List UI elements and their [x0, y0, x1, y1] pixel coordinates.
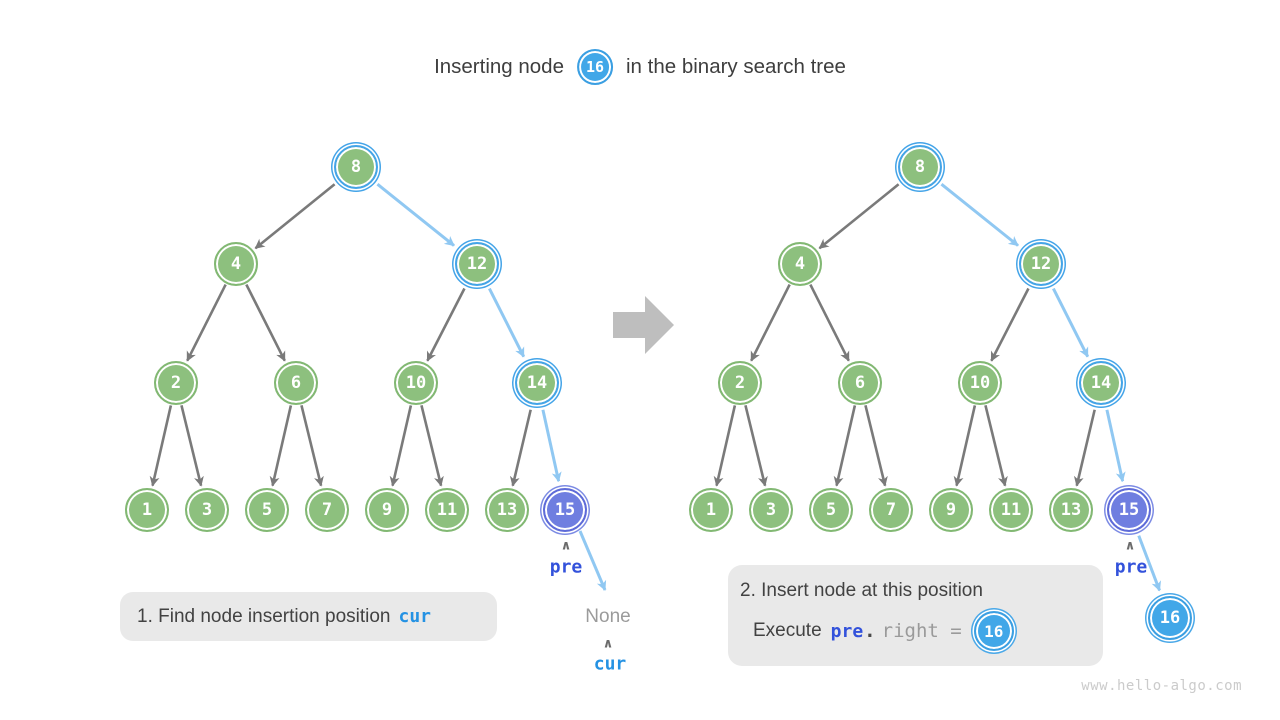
tree-node-right-6: 6: [838, 361, 882, 405]
tree-node-right-16: 16: [1148, 596, 1192, 640]
caption-step1-text: 1. Find node insertion position: [137, 605, 391, 627]
caption-node-value: 16: [984, 621, 1004, 641]
tree-node-right-11: 11: [989, 488, 1033, 532]
caption-step2-code: right =: [881, 620, 962, 642]
tree-node-left-13: 13: [485, 488, 529, 532]
caption-step1: 1. Find node insertion position cur: [120, 592, 497, 641]
caption-step2-keyword-pre: pre: [830, 620, 864, 642]
caption-step2-prefix: Execute: [753, 620, 822, 641]
tree-node-right-5: 5: [809, 488, 853, 532]
transition-arrow-icon: [613, 296, 674, 354]
label-left-caret: ∧: [560, 538, 572, 554]
caption-step1-keyword-cur: cur: [398, 606, 432, 627]
tree-node-left-12: 12: [455, 242, 499, 286]
tree-node-left-8: 8: [334, 145, 378, 189]
tree-node-left-2: 2: [154, 361, 198, 405]
tree-node-right-12: 12: [1019, 242, 1063, 286]
tree-node-left-4: 4: [214, 242, 258, 286]
caption-step2-dot: .: [864, 620, 876, 642]
tree-node-left-6: 6: [274, 361, 318, 405]
tree-node-left-1: 1: [125, 488, 169, 532]
title-node-16: 16: [577, 49, 613, 85]
tree-node-right-10: 10: [958, 361, 1002, 405]
tree-node-right-1: 1: [689, 488, 733, 532]
tree-node-right-9: 9: [929, 488, 973, 532]
tree-node-right-14: 14: [1079, 361, 1123, 405]
title-node-value: 16: [585, 58, 605, 76]
tree-node-right-2: 2: [718, 361, 762, 405]
tree-node-right-3: 3: [749, 488, 793, 532]
tree-node-right-8: 8: [898, 145, 942, 189]
title-suffix: in the binary search tree: [626, 55, 846, 78]
label-left-cur: cur: [593, 653, 627, 675]
caption-step2-line1: 2. Insert node at this position: [740, 580, 983, 601]
label-left-pre: pre: [549, 556, 583, 578]
label-left-caret: ∧: [602, 636, 614, 652]
label-right-caret: ∧: [1124, 538, 1136, 554]
watermark: www.hello-algo.com: [1081, 678, 1242, 694]
label-left-none: None: [585, 606, 631, 627]
tree-node-right-7: 7: [869, 488, 913, 532]
tree-node-left-14: 14: [515, 361, 559, 405]
tree-node-left-5: 5: [245, 488, 289, 532]
tree-node-left-9: 9: [365, 488, 409, 532]
caption-node-16: 16: [973, 611, 1014, 651]
caption-step2: 2. Insert node at this position Execute …: [728, 565, 1103, 666]
tree-node-left-11: 11: [425, 488, 469, 532]
tree-node-right-15: 15: [1107, 488, 1151, 532]
tree-node-left-15: 15: [543, 488, 587, 532]
tree-node-left-10: 10: [394, 361, 438, 405]
tree-node-left-3: 3: [185, 488, 229, 532]
tree-node-right-13: 13: [1049, 488, 1093, 532]
title-prefix: Inserting node: [434, 55, 564, 78]
diagram-title: Inserting node 16 in the binary search t…: [434, 49, 846, 85]
tree-node-left-7: 7: [305, 488, 349, 532]
label-right-pre: pre: [1114, 556, 1148, 578]
tree-node-right-4: 4: [778, 242, 822, 286]
caption-step2-line2: Execute pre.right = 16: [753, 611, 1103, 651]
